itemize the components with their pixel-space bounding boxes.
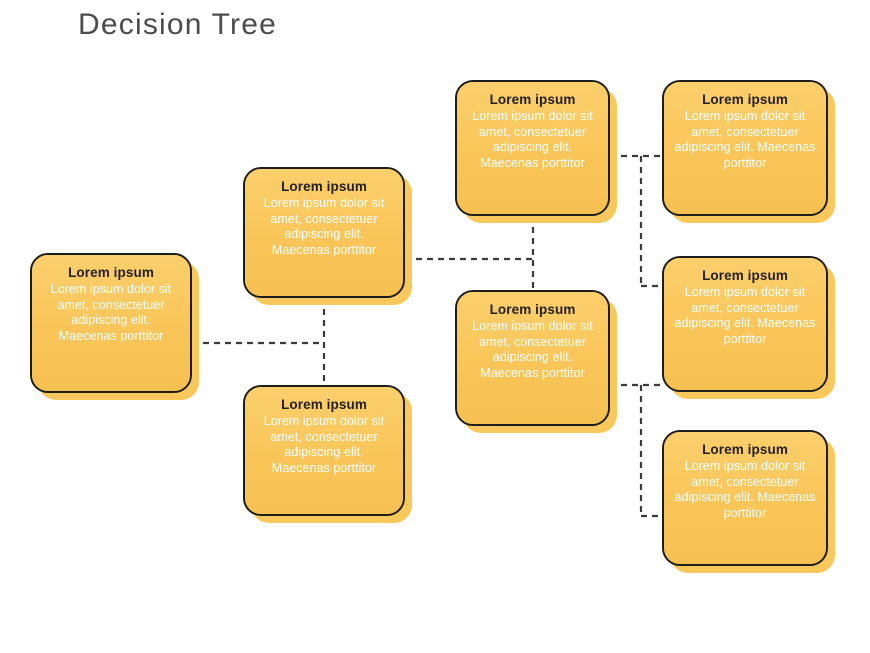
node-title: Lorem ipsum	[702, 268, 788, 283]
node-branch-a[interactable]: Lorem ipsum Lorem ipsum dolor sit amet, …	[243, 167, 412, 305]
node-leaf-1[interactable]: Lorem ipsum Lorem ipsum dolor sit amet, …	[662, 80, 835, 223]
node-card[interactable]: Lorem ipsum Lorem ipsum dolor sit amet, …	[243, 167, 405, 298]
node-leaf-2[interactable]: Lorem ipsum Lorem ipsum dolor sit amet, …	[662, 256, 835, 399]
node-branch-a-child[interactable]: Lorem ipsum Lorem ipsum dolor sit amet, …	[455, 80, 617, 223]
node-title: Lorem ipsum	[281, 179, 367, 194]
node-title: Lorem ipsum	[489, 302, 576, 317]
page-title: Decision Tree	[78, 8, 278, 41]
node-card[interactable]: Lorem ipsum Lorem ipsum dolor sit amet, …	[662, 256, 828, 392]
node-card[interactable]: Lorem ipsum Lorem ipsum dolor sit amet, …	[243, 385, 405, 516]
node-branch-b[interactable]: Lorem ipsum Lorem ipsum dolor sit amet, …	[243, 385, 412, 523]
node-card[interactable]: Lorem ipsum Lorem ipsum dolor sit amet, …	[455, 80, 610, 216]
node-body: Lorem ipsum dolor sit amet, consectetuer…	[674, 285, 816, 346]
node-card[interactable]: Lorem ipsum Lorem ipsum dolor sit amet, …	[30, 253, 192, 393]
node-title: Lorem ipsum	[281, 397, 367, 412]
node-title: Lorem ipsum	[489, 92, 576, 107]
node-card[interactable]: Lorem ipsum Lorem ipsum dolor sit amet, …	[455, 290, 610, 426]
node-body: Lorem ipsum dolor sit amet, consectetuer…	[472, 109, 593, 170]
node-body: Lorem ipsum dolor sit amet, consectetuer…	[674, 459, 816, 520]
node-title: Lorem ipsum	[68, 265, 154, 280]
node-title: Lorem ipsum	[702, 92, 788, 107]
node-root[interactable]: Lorem ipsum Lorem ipsum dolor sit amet, …	[30, 253, 199, 400]
node-body: Lorem ipsum dolor sit amet, consectetuer…	[472, 319, 593, 380]
node-branch-b-child[interactable]: Lorem ipsum Lorem ipsum dolor sit amet, …	[455, 290, 617, 433]
node-body: Lorem ipsum dolor sit amet, consectetuer…	[50, 282, 172, 343]
node-card[interactable]: Lorem ipsum Lorem ipsum dolor sit amet, …	[662, 430, 828, 566]
node-card[interactable]: Lorem ipsum Lorem ipsum dolor sit amet, …	[662, 80, 828, 216]
node-body: Lorem ipsum dolor sit amet, consectetuer…	[263, 196, 385, 257]
node-title: Lorem ipsum	[702, 442, 788, 457]
node-leaf-3[interactable]: Lorem ipsum Lorem ipsum dolor sit amet, …	[662, 430, 835, 573]
node-body: Lorem ipsum dolor sit amet, consectetuer…	[674, 109, 816, 170]
node-body: Lorem ipsum dolor sit amet, consectetuer…	[263, 414, 385, 475]
